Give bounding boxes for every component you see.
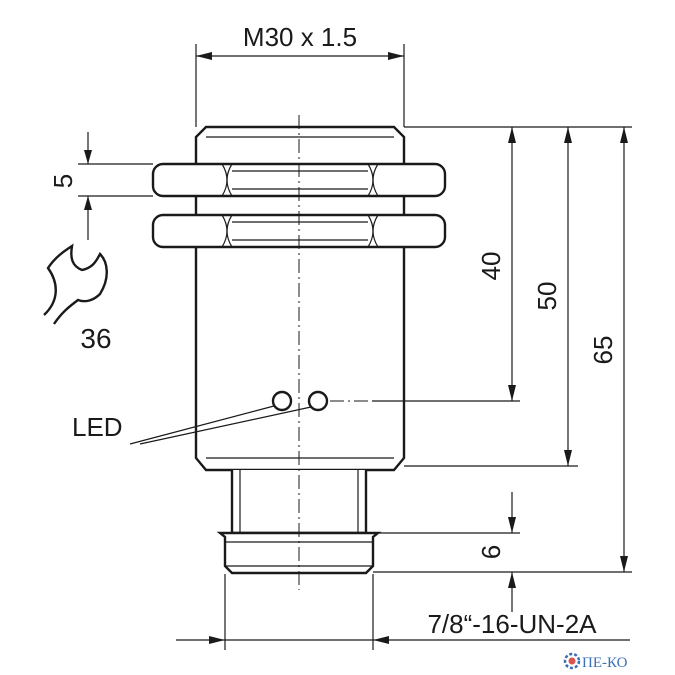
dimension-connector-thread-text: 7/8“-16-UN-2A — [427, 609, 597, 639]
gear-icon — [563, 652, 581, 670]
led-label: LED — [72, 412, 123, 442]
dimension-thread-main — [195, 44, 405, 127]
dimension-40 — [508, 127, 516, 401]
dimension-wrench-size-text: 36 — [80, 323, 111, 354]
dimension-65-text: 65 — [588, 336, 618, 365]
dimension-thread-main-text: M30 x 1.5 — [243, 22, 357, 52]
watermark: ПЕ-КО — [563, 652, 628, 671]
dimension-50-text: 50 — [532, 282, 562, 311]
dimension-40-text: 40 — [476, 252, 506, 281]
dimension-connector-thread — [176, 574, 630, 650]
watermark-text: ПЕ-КО — [582, 655, 628, 671]
led-indicators — [129, 390, 372, 445]
dimension-connector-length-text: 6 — [476, 545, 506, 559]
dimension-nut-thickness — [78, 132, 153, 240]
extension-lines-right — [372, 126, 632, 573]
dimension-connector-length — [508, 492, 516, 612]
dimension-65 — [620, 127, 628, 572]
wrench-icon — [43, 243, 108, 325]
dimension-nut-thickness-text: 5 — [48, 174, 78, 188]
dimension-50 — [564, 127, 572, 466]
